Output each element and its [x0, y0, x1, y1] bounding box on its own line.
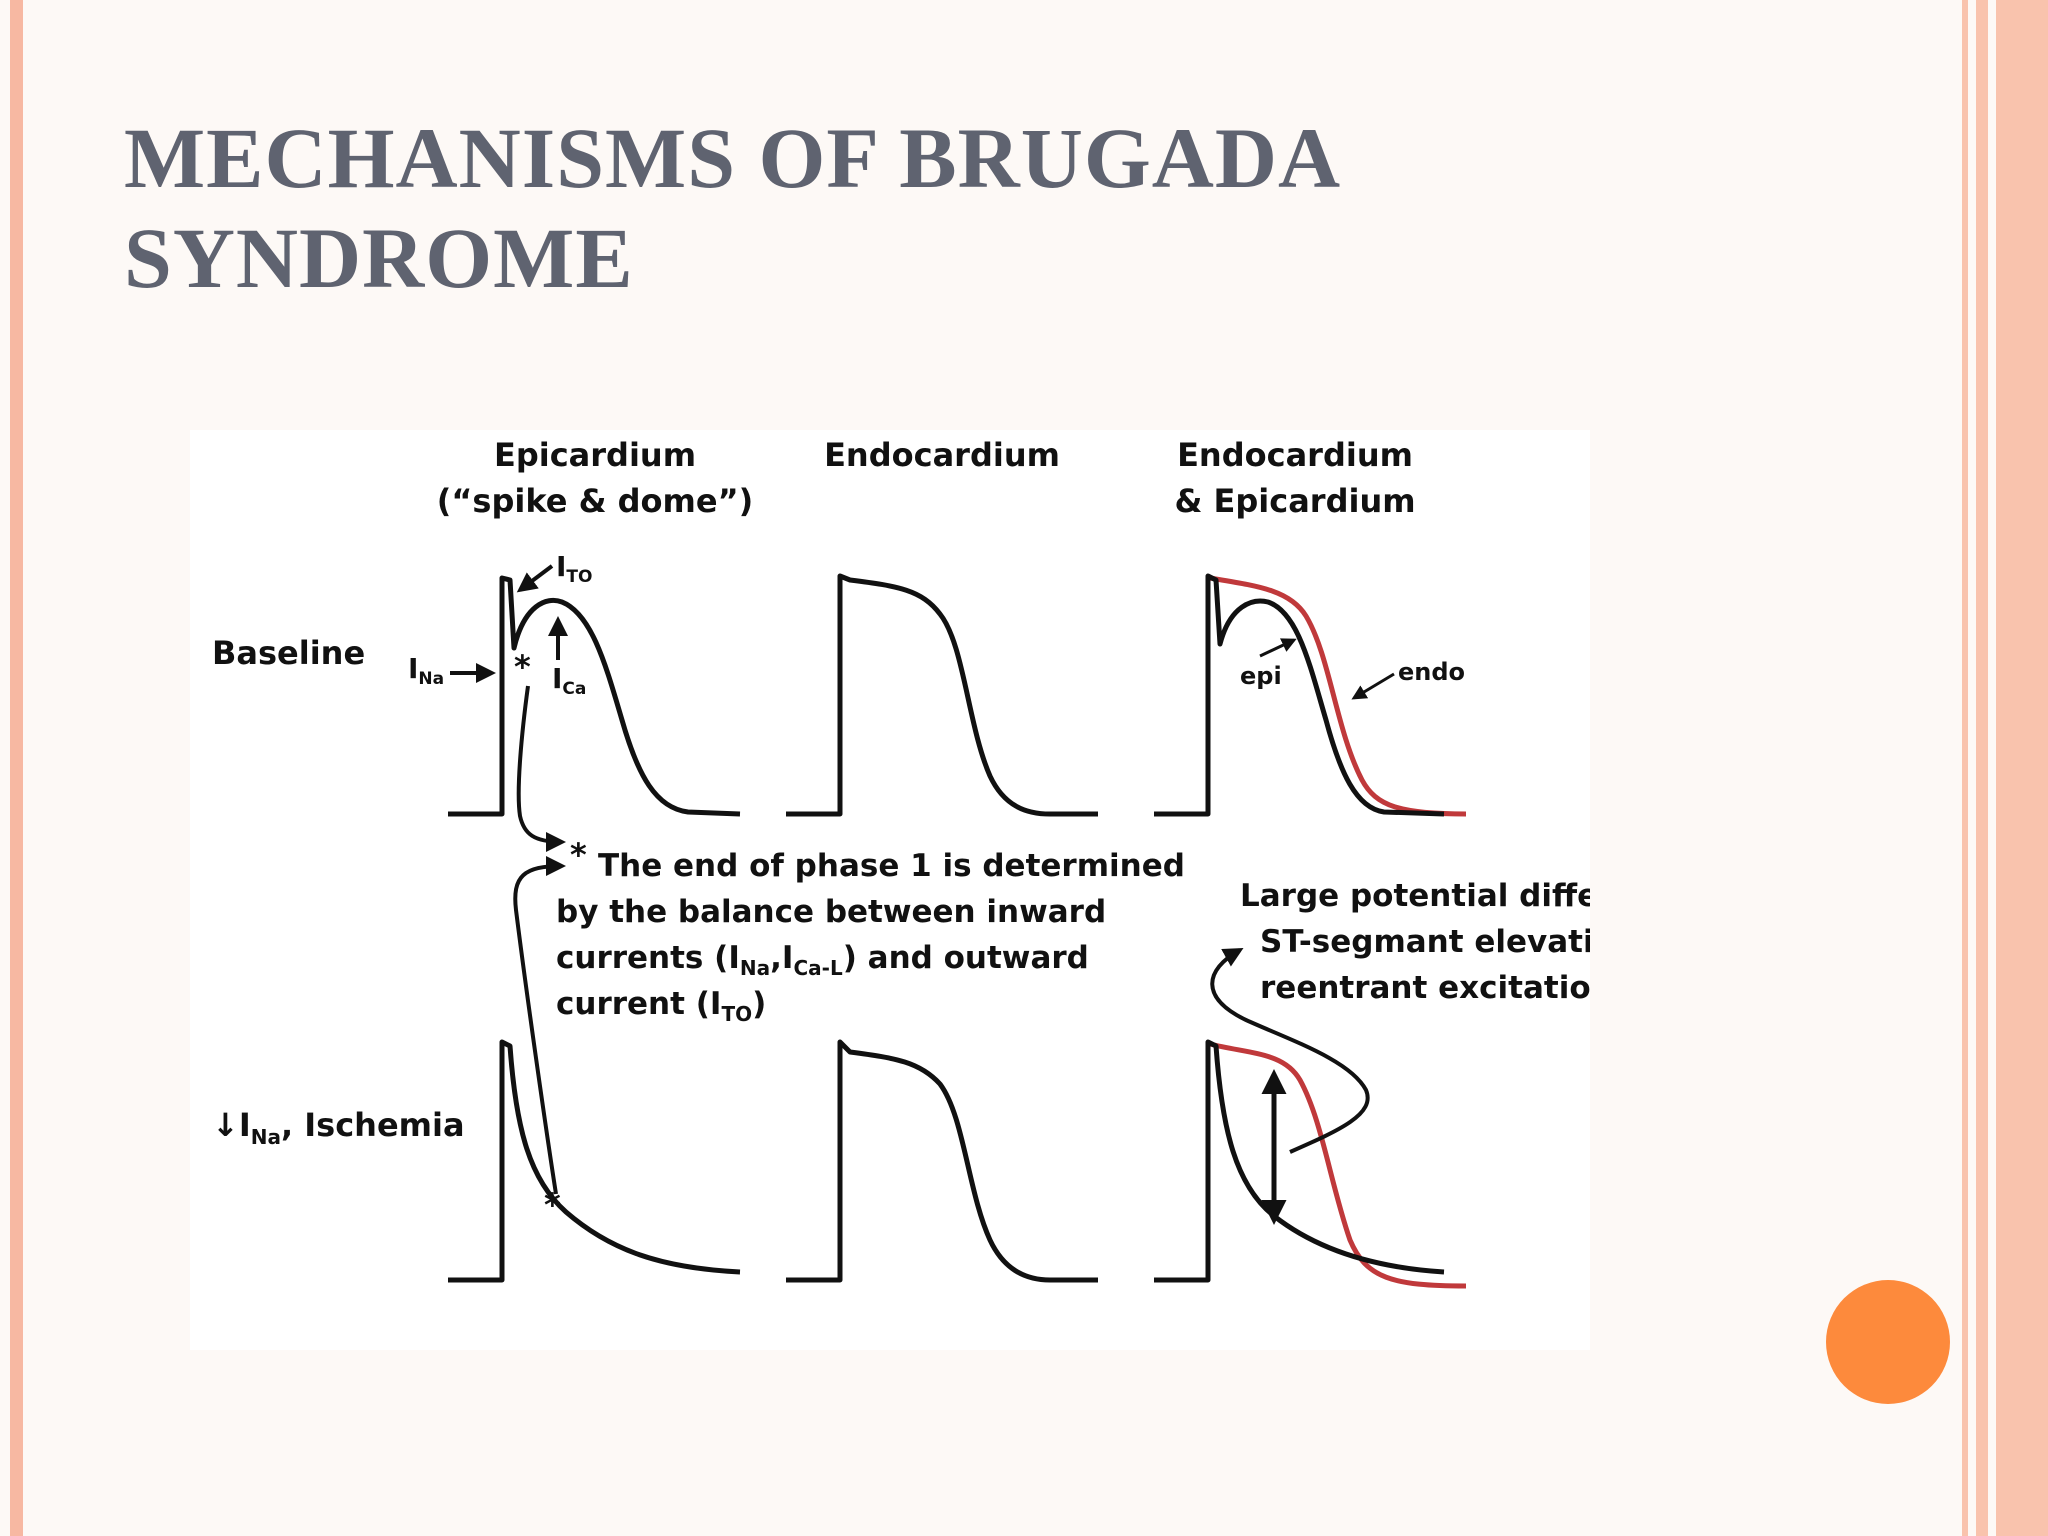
slide-title: MECHANISMS OF BRUGADA SYNDROME — [124, 108, 1624, 308]
note-asterisk: * — [570, 836, 587, 874]
result-line-3: reentrant excitation — [1260, 970, 1590, 1006]
right-accent-stripe — [1976, 0, 1988, 1536]
epi-curve-label: epi — [1240, 662, 1282, 690]
baseline-epicardium-curve — [448, 575, 741, 817]
baseline-asterisk: * — [514, 648, 531, 686]
result-line-1: Large potential difference → — [1240, 878, 1590, 914]
ischemia-endo-curve-red — [1209, 1041, 1467, 1289]
brugada-mechanism-figure: Epicardium (“spike & dome”) Endocardium … — [190, 430, 1590, 1350]
slide-title-line-1: MECHANISMS OF BRUGADA — [124, 110, 1342, 206]
baseline-epi-curve-black — [1154, 573, 1445, 817]
action-potential-diagram: Epicardium (“spike & dome”) Endocardium … — [212, 436, 1590, 1289]
note-line-4: current (ITO) — [556, 986, 766, 1026]
baseline-asterisk-connector — [516, 685, 566, 852]
right-accent-band — [1996, 0, 2048, 1536]
right-accent-stripe — [1962, 0, 1968, 1536]
ina-label: INa — [408, 652, 444, 689]
ica-label: ICa — [552, 662, 586, 699]
left-accent-bar — [10, 0, 23, 1536]
ito-arrow — [516, 564, 554, 593]
ito-label: ITO — [556, 550, 592, 587]
header-spike-dome: (“spike & dome”) — [437, 482, 753, 520]
result-line-2: ST-segmant elevation and — [1260, 924, 1590, 960]
ischemia-endocardium-curve — [786, 1039, 1098, 1283]
note-line-2: by the balance between inward — [556, 894, 1106, 930]
ischemia-epicardium-curve — [448, 1039, 741, 1283]
ischemia-asterisk-connector — [513, 856, 566, 1195]
row-label-ischemia: ↓INa, Ischemia — [212, 1106, 465, 1149]
row-label-baseline: Baseline — [212, 634, 365, 672]
header-endocardium-combined: Endocardium — [1177, 436, 1413, 474]
header-and-epicardium: & Epicardium — [1174, 482, 1415, 520]
epi-pointer-arrow — [1259, 638, 1297, 658]
slide-decoration-dot — [1826, 1280, 1950, 1404]
note-line-3: currents (INa,ICa-L) and outward — [556, 940, 1089, 980]
header-epicardium: Epicardium — [494, 436, 696, 474]
baseline-endocardium-curve — [786, 573, 1098, 817]
baseline-endo-curve-red — [1209, 575, 1467, 817]
reentry-loop-arrow — [1210, 948, 1370, 1154]
header-endocardium: Endocardium — [824, 436, 1060, 474]
endo-curve-label: endo — [1398, 658, 1465, 686]
note-line-1: The end of phase 1 is determined — [598, 848, 1185, 884]
ischemia-asterisk: * — [544, 1186, 561, 1224]
endo-pointer-arrow — [1351, 672, 1395, 700]
slide-title-line-2: SYNDROME — [124, 210, 634, 306]
